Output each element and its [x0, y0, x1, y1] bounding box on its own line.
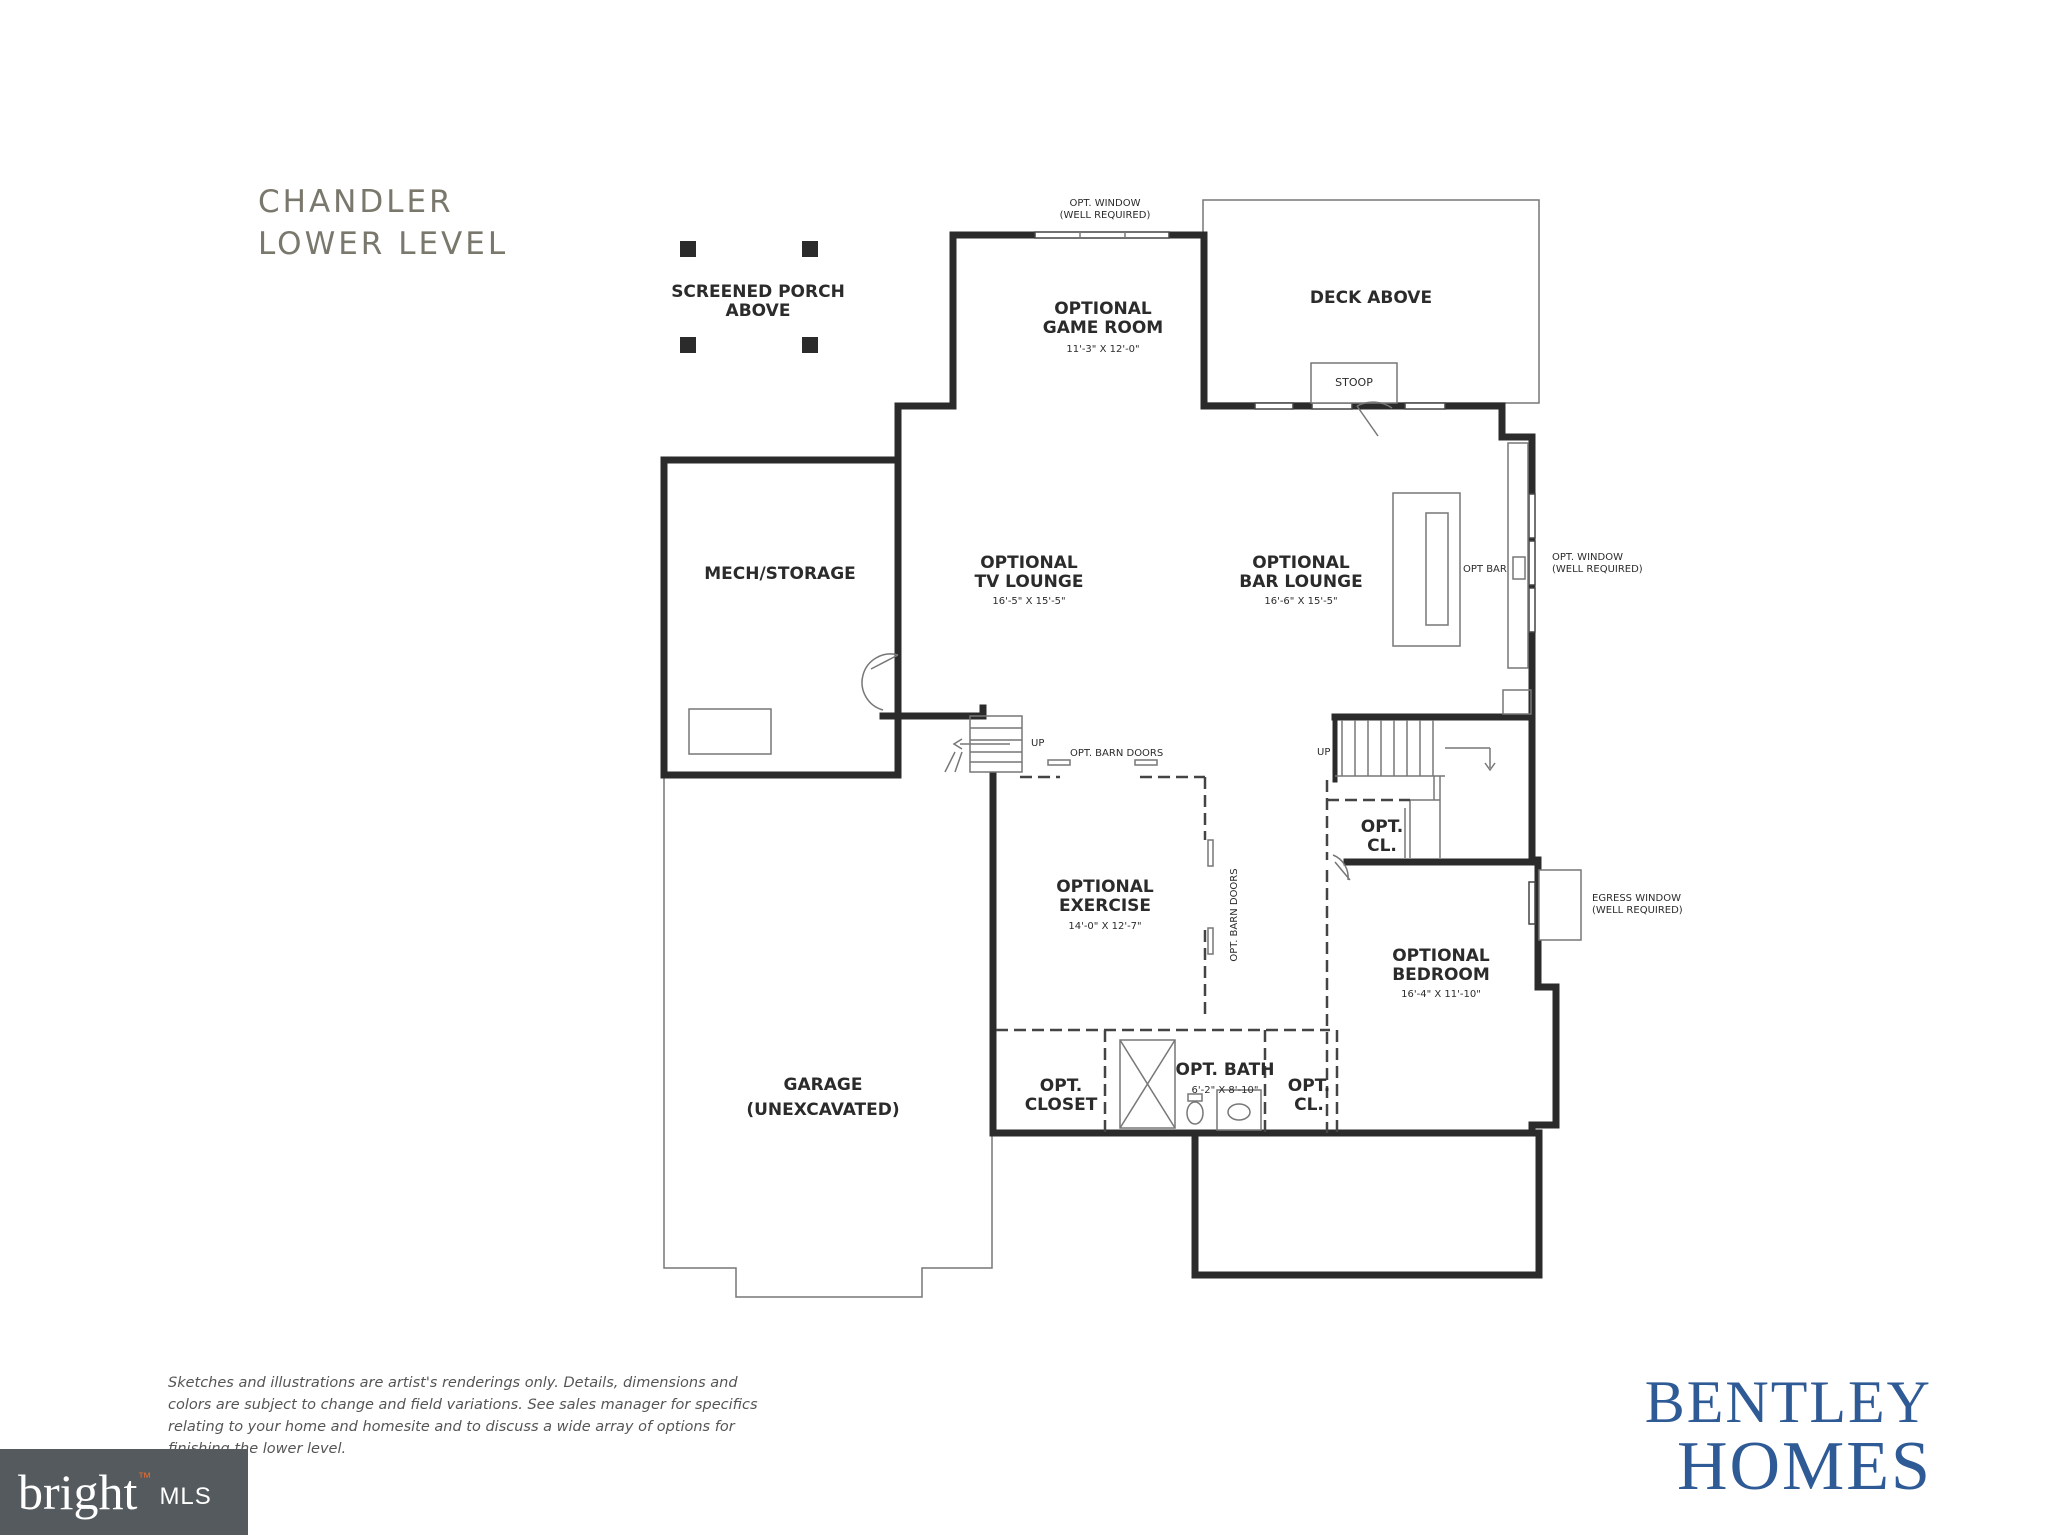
- screened-porch-label: ABOVE: [726, 301, 791, 321]
- porch-post: [802, 337, 818, 353]
- garage-outline: [663, 778, 993, 1298]
- barn-door: [1207, 839, 1214, 867]
- tv-lounge-label: TV LOUNGE: [975, 572, 1084, 592]
- cl-bottom-label: OPT.: [1288, 1076, 1330, 1096]
- porch-post: [680, 241, 696, 257]
- mech-storage-walls: [660, 456, 902, 779]
- right-window-note: OPT. WINDOW: [1552, 552, 1623, 563]
- bedroom-label: OPTIONAL: [1392, 946, 1490, 966]
- bar-cabinet: [1502, 689, 1532, 715]
- garage-label: GARAGE: [784, 1075, 863, 1095]
- window: [1528, 587, 1536, 633]
- bar-sink: [1512, 556, 1526, 580]
- bentley-logo-line1: BENTLEY: [1644, 1369, 1932, 1435]
- stair-up-note: UP: [1031, 738, 1044, 749]
- cl-stair-label: CL.: [1367, 836, 1397, 856]
- barn-door: [1047, 759, 1071, 766]
- bright-mls-watermark: bright ™ MLS: [0, 1449, 248, 1535]
- door-swing: [1356, 401, 1393, 437]
- cl-stair-label: OPT.: [1361, 817, 1403, 837]
- opt-bar-note: OPT BAR: [1463, 564, 1507, 575]
- barn-doors-note: OPT. BARN DOORS: [1229, 868, 1240, 961]
- closet-label: CLOSET: [1025, 1095, 1098, 1115]
- sink: [1227, 1103, 1251, 1121]
- exercise-dims: 14'-0" X 12'-7": [1068, 921, 1141, 932]
- game-room-label: GAME ROOM: [1043, 318, 1163, 338]
- cl-bottom-label: CL.: [1294, 1095, 1324, 1115]
- barn-door: [1134, 759, 1158, 766]
- game-room-label: OPTIONAL: [1054, 299, 1152, 319]
- window: [1528, 881, 1536, 925]
- bar-island-top: [1425, 512, 1449, 626]
- watermark-suffix: MLS: [159, 1483, 212, 1510]
- right-window-note: (WELL REQUIRED): [1552, 564, 1643, 575]
- tv-lounge-label: OPTIONAL: [980, 553, 1078, 573]
- watermark-brand: bright: [18, 1464, 138, 1520]
- garage-label: (UNEXCAVATED): [746, 1100, 899, 1120]
- closet-label: OPT.: [1040, 1076, 1082, 1096]
- mech-storage-label: MECH/STORAGE: [704, 564, 856, 584]
- porch-post: [680, 337, 696, 353]
- egress-window-note: (WELL REQUIRED): [1592, 905, 1683, 916]
- stair-up-note: UP: [1317, 747, 1330, 758]
- shower: [1119, 1039, 1176, 1129]
- window: [1254, 402, 1294, 410]
- bedroom-dims: 16'-4" X 11'-10": [1401, 989, 1481, 1000]
- plan-title-line2: LOWER LEVEL: [258, 226, 509, 262]
- window: [1528, 540, 1536, 586]
- window: [1528, 493, 1536, 539]
- tv-lounge-dims: 16'-5" X 15'-5": [992, 596, 1065, 607]
- bar-lounge-dims: 16'-6" X 15'-5": [1264, 596, 1337, 607]
- window: [1404, 402, 1446, 410]
- egress-window-well: [1538, 869, 1582, 941]
- deck-label: DECK ABOVE: [1310, 288, 1432, 308]
- plan-title-line1: CHANDLER: [258, 184, 454, 220]
- bath-dims: 6'-2" X 8'-10": [1192, 1085, 1259, 1096]
- toilet: [1186, 1101, 1204, 1125]
- bar-lounge-label: OPTIONAL: [1252, 553, 1350, 573]
- porch-post: [802, 241, 818, 257]
- mechanical-unit: [688, 708, 772, 755]
- game-room-dims: 11'-3" X 12'-0": [1066, 344, 1139, 355]
- exercise-label: OPTIONAL: [1056, 877, 1154, 897]
- top-window-note: OPT. WINDOW: [1070, 198, 1141, 209]
- exercise-label: EXERCISE: [1059, 896, 1151, 916]
- watermark-tm: ™: [137, 1469, 152, 1485]
- vanity: [1216, 1089, 1262, 1131]
- door-swing: [861, 653, 899, 711]
- stoop-label: STOOP: [1335, 376, 1373, 389]
- disclaimer-text: Sketches and illustrations are artist's …: [168, 1375, 758, 1457]
- egress-window-note: EGRESS WINDOW: [1592, 893, 1681, 904]
- window: [1034, 231, 1170, 239]
- exterior-wall: [894, 231, 1536, 721]
- bath-label: OPT. BATH: [1176, 1060, 1275, 1080]
- stair-right: [1332, 714, 1496, 858]
- stair-left: [944, 715, 1023, 773]
- window: [1311, 402, 1353, 410]
- bar-lounge-label: BAR LOUNGE: [1239, 572, 1362, 592]
- top-window-note: (WELL REQUIRED): [1060, 210, 1151, 221]
- door-swing: [1332, 854, 1351, 881]
- barn-door: [1207, 927, 1214, 955]
- screened-porch-label: SCREENED PORCH: [671, 282, 845, 302]
- barn-doors-note: OPT. BARN DOORS: [1070, 748, 1163, 759]
- stoop: [1310, 362, 1398, 404]
- bedroom-label: BEDROOM: [1392, 965, 1490, 985]
- bentley-logo-line2: HOMES: [1676, 1428, 1932, 1505]
- bar-island: [1392, 492, 1461, 647]
- bar-counter: [1507, 442, 1529, 669]
- lower-extension-walls: [1191, 1129, 1543, 1279]
